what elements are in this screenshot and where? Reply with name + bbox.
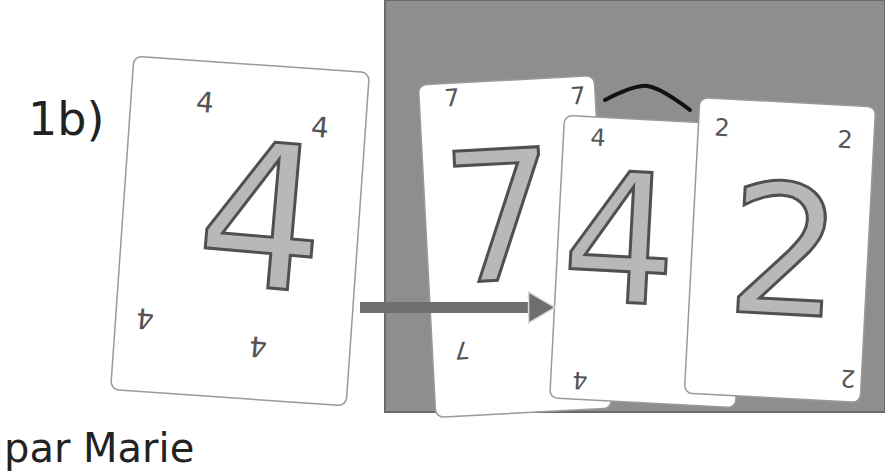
- corner-number: 7: [454, 338, 471, 363]
- card-number: 2: [723, 159, 847, 345]
- figure-number: 1b): [28, 96, 104, 142]
- connector-line: [360, 302, 531, 313]
- corner-number: 4: [572, 368, 589, 393]
- card-number: 4: [190, 113, 334, 323]
- curved-line: [605, 86, 690, 110]
- playing-card: 44444: [120, 62, 360, 400]
- corner-number: 2: [714, 116, 731, 141]
- playing-card: 2 2 2 2: [690, 100, 870, 400]
- card-face: [111, 56, 370, 406]
- move-arrow: [360, 292, 555, 323]
- connector-line: [605, 86, 690, 110]
- corner-number: 2: [837, 128, 854, 153]
- card-number: 4: [558, 147, 682, 333]
- corner-number: 7: [570, 84, 587, 109]
- corner-number: 4: [248, 331, 268, 360]
- corner-number: 7: [444, 86, 461, 111]
- gray-panel: [385, 0, 885, 412]
- card-number: 7: [438, 125, 562, 311]
- author-note: par Marie: [4, 428, 194, 468]
- corner-number: 4: [135, 303, 155, 332]
- corner-number: 4: [590, 126, 607, 151]
- card-face: [684, 98, 875, 403]
- arrow-head: [529, 292, 555, 323]
- corner-number: 2: [840, 366, 857, 391]
